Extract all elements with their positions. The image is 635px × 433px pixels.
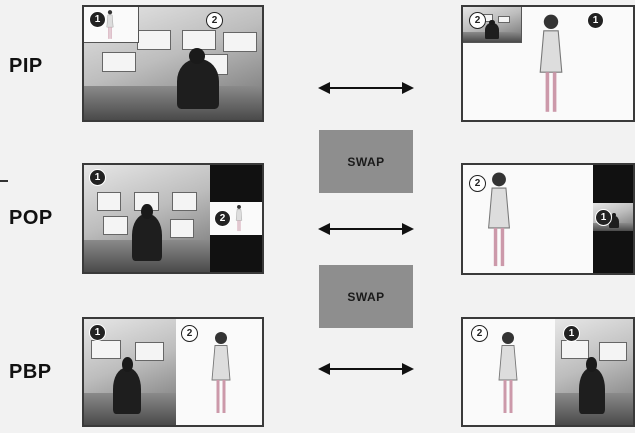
edge-tick [0, 180, 8, 182]
badge-one: 1 [563, 325, 580, 342]
double-arrow-icon [318, 80, 414, 96]
woman-figure [102, 9, 118, 41]
badge-one: 1 [89, 11, 106, 28]
badge-two: 2 [471, 325, 488, 342]
badge-two: 2 [181, 325, 198, 342]
pop-preview-woman-first: 2 1 [461, 163, 635, 275]
woman-figure [481, 169, 517, 273]
office-scene [84, 165, 210, 272]
label-pop: POP [9, 207, 53, 229]
pop-preview-office-first: 1 2 [82, 163, 264, 274]
badge-one: 1 [89, 169, 106, 186]
badge-one: 1 [587, 12, 604, 29]
woman-figure [493, 325, 523, 423]
swap-button[interactable]: SWAP [319, 130, 413, 193]
pbp-preview-office-first: 1 2 [82, 317, 264, 427]
woman-figure [206, 325, 236, 423]
double-arrow-icon [318, 221, 414, 237]
badge-one: 1 [89, 324, 106, 341]
pbp-preview-woman-first: 2 1 [461, 317, 635, 427]
swap-button[interactable]: SWAP [319, 265, 413, 328]
double-arrow-icon [318, 361, 414, 377]
badge-two: 2 [469, 12, 486, 29]
badge-one: 1 [595, 209, 612, 226]
woman-figure [232, 204, 246, 233]
pip-preview-main-office: 1 2 [82, 5, 264, 122]
label-pip: PIP [9, 55, 43, 77]
office-scene [555, 319, 633, 425]
office-scene [84, 7, 262, 120]
label-pbp: PBP [9, 361, 52, 383]
woman-figure [533, 10, 569, 120]
badge-two: 2 [214, 210, 231, 227]
badge-two: 2 [469, 175, 486, 192]
badge-two: 2 [206, 12, 223, 29]
pip-preview-main-woman: 2 1 [461, 5, 635, 122]
